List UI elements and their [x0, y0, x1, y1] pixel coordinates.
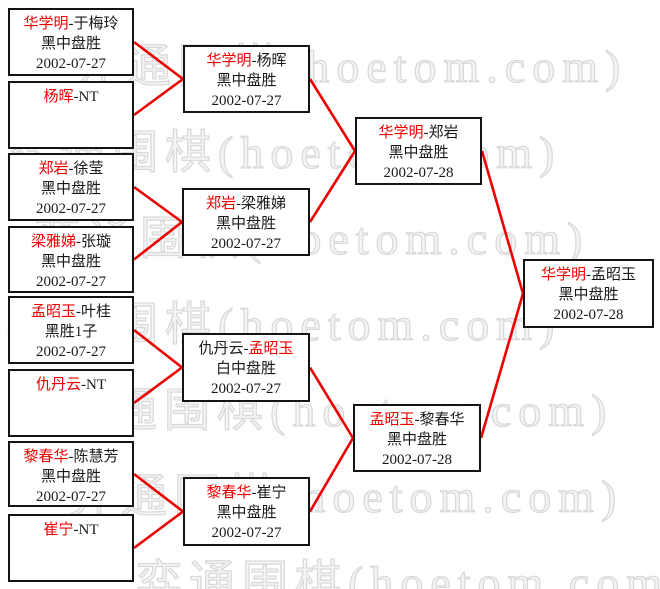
match-date: 2002-07-27: [211, 236, 281, 252]
winner-name: 仇丹云: [35, 377, 81, 393]
match-result: 黑中盘胜: [388, 145, 449, 161]
match-result: 黑中盘胜: [558, 287, 619, 303]
match-date: 2002-07-28: [553, 307, 624, 323]
winner-name: 华学明: [378, 125, 424, 141]
winner-name: 华学明: [206, 53, 252, 69]
match-box-round1-game8[interactable]: 崔宁-NT: [8, 514, 134, 582]
match-box-round2-game3[interactable]: 仇丹云-孟昭玉 白中盘胜 2002-07-27: [182, 333, 310, 402]
match-players: 梁雅娣-张璇: [10, 232, 132, 252]
match-box-round2-game2[interactable]: 郑岩-梁雅娣 黑中盘胜 2002-07-27: [182, 188, 310, 256]
match-result: 黑中盘胜: [216, 73, 277, 89]
watermark-text: 弈通围棋(hoetom.com): [67, 470, 624, 522]
winner-name: 华学明: [540, 267, 586, 283]
match-players: 黎春华-崔宁: [185, 483, 308, 503]
match-players: 黎春华-陈慧芳: [10, 447, 132, 467]
match-box-round1-game3[interactable]: 郑岩-徐莹 黑中盘胜 2002-07-27: [8, 153, 134, 221]
match-date: 2002-07-27: [211, 381, 281, 397]
watermark-text: 弈通围棋(hoetom.com): [71, 40, 628, 92]
player-name: -NT: [73, 89, 99, 105]
match-result: 黑中盘胜: [216, 505, 277, 521]
match-box-round1-game5[interactable]: 孟昭玉-叶桂 黑胜1子 2002-07-27: [8, 296, 134, 364]
player-name: -郑岩: [423, 125, 459, 141]
player-name: -NT: [81, 377, 106, 393]
match-players: 华学明-杨晖: [185, 51, 308, 71]
watermark-text: 弈通围棋(hoetom.com): [57, 384, 614, 436]
match-players: 杨晖-NT: [10, 87, 132, 107]
match-box-semifinal-game1[interactable]: 华学明-郑岩 黑中盘胜 2002-07-28: [355, 117, 482, 185]
match-result: 黑中盘胜: [40, 469, 101, 485]
player-name: -张璇: [76, 234, 111, 250]
player-name: -于梅玲: [68, 16, 119, 32]
match-players: 华学明-于梅玲: [10, 14, 132, 34]
match-players: 郑岩-徐莹: [10, 159, 132, 179]
match-box-round1-game4[interactable]: 梁雅娣-张璇 黑中盘胜 2002-07-27: [8, 226, 134, 293]
match-players: 郑岩-梁雅娣: [184, 194, 308, 214]
player-name: -黎春华: [414, 412, 465, 428]
match-box-round1-game6[interactable]: 仇丹云-NT: [8, 369, 134, 437]
match-result: 黑中盘胜: [40, 181, 101, 197]
match-result: [10, 540, 132, 560]
match-players: 华学明-孟昭玉: [525, 265, 652, 285]
winner-name: 崔宁: [43, 522, 74, 538]
match-date: 2002-07-27: [36, 201, 106, 217]
winner-name: 郑岩: [38, 161, 69, 177]
match-box-round2-game1[interactable]: 华学明-杨晖 黑中盘胜 2002-07-27: [183, 45, 310, 113]
match-result: [10, 107, 132, 127]
match-date: 2002-07-27: [211, 525, 282, 541]
match-result: 黑中盘胜: [386, 432, 447, 448]
match-box-round2-game4[interactable]: 黎春华-崔宁 黑中盘胜 2002-07-27: [183, 477, 310, 546]
player-name: -叶桂: [76, 304, 111, 320]
winner-name: 黎春华: [206, 485, 252, 501]
match-result: 黑中盘胜: [40, 254, 101, 270]
winner-name: 孟昭玉: [30, 304, 76, 320]
match-date: 2002-07-27: [211, 93, 282, 109]
winner-name: 黎春华: [23, 449, 69, 465]
match-players: 崔宁-NT: [10, 520, 132, 540]
match-date: 2002-07-27: [36, 56, 106, 72]
match-date: 2002-07-27: [36, 489, 106, 505]
match-box-round1-game1[interactable]: 华学明-于梅玲 黑中盘胜 2002-07-27: [8, 8, 134, 76]
player-name: -崔宁: [251, 485, 287, 501]
match-box-final[interactable]: 华学明-孟昭玉 黑中盘胜 2002-07-28: [523, 259, 654, 328]
match-players: 孟昭玉-黎春华: [355, 410, 479, 430]
player-name: -陈慧芳: [68, 449, 119, 465]
match-date: 2002-07-28: [382, 452, 452, 468]
match-date: [10, 415, 132, 435]
match-date: [10, 127, 132, 147]
match-players: 华学明-郑岩: [357, 123, 480, 143]
match-result: 黑中盘胜: [40, 36, 101, 52]
player-name: -NT: [73, 522, 99, 538]
winner-name: 郑岩: [205, 196, 236, 212]
player-name: -杨晖: [251, 53, 287, 69]
match-players: 仇丹云-NT: [10, 375, 132, 395]
winner-name: 杨晖: [43, 89, 74, 105]
match-result: 白中盘胜: [215, 361, 276, 377]
match-date: 2002-07-27: [36, 344, 106, 360]
match-date: 2002-07-28: [383, 165, 454, 181]
match-result: [10, 395, 132, 415]
match-box-round1-game2[interactable]: 杨晖-NT: [8, 81, 134, 149]
player-name: -梁雅娣: [236, 196, 286, 212]
match-date: 2002-07-27: [36, 274, 106, 290]
match-players: 仇丹云-孟昭玉: [184, 339, 308, 359]
match-result: 黑胜1子: [44, 324, 98, 340]
match-box-round1-game7[interactable]: 黎春华-陈慧芳 黑中盘胜 2002-07-27: [8, 441, 134, 507]
match-players: 孟昭玉-叶桂: [10, 302, 132, 322]
winner-name: 孟昭玉: [369, 412, 415, 428]
winner-name: 梁雅娣: [30, 234, 76, 250]
watermark-text: 弈通围棋(hoetom.com): [135, 556, 660, 589]
match-result: 黑中盘胜: [215, 216, 276, 232]
player-name: -徐莹: [68, 161, 104, 177]
match-box-semifinal-game2[interactable]: 孟昭玉-黎春华 黑中盘胜 2002-07-28: [353, 404, 481, 472]
winner-name: 华学明: [23, 16, 69, 32]
player-name: 仇丹云-: [198, 341, 249, 357]
player-name: -孟昭玉: [586, 267, 636, 283]
match-date: [10, 560, 132, 580]
winner-name: 孟昭玉: [248, 341, 294, 357]
